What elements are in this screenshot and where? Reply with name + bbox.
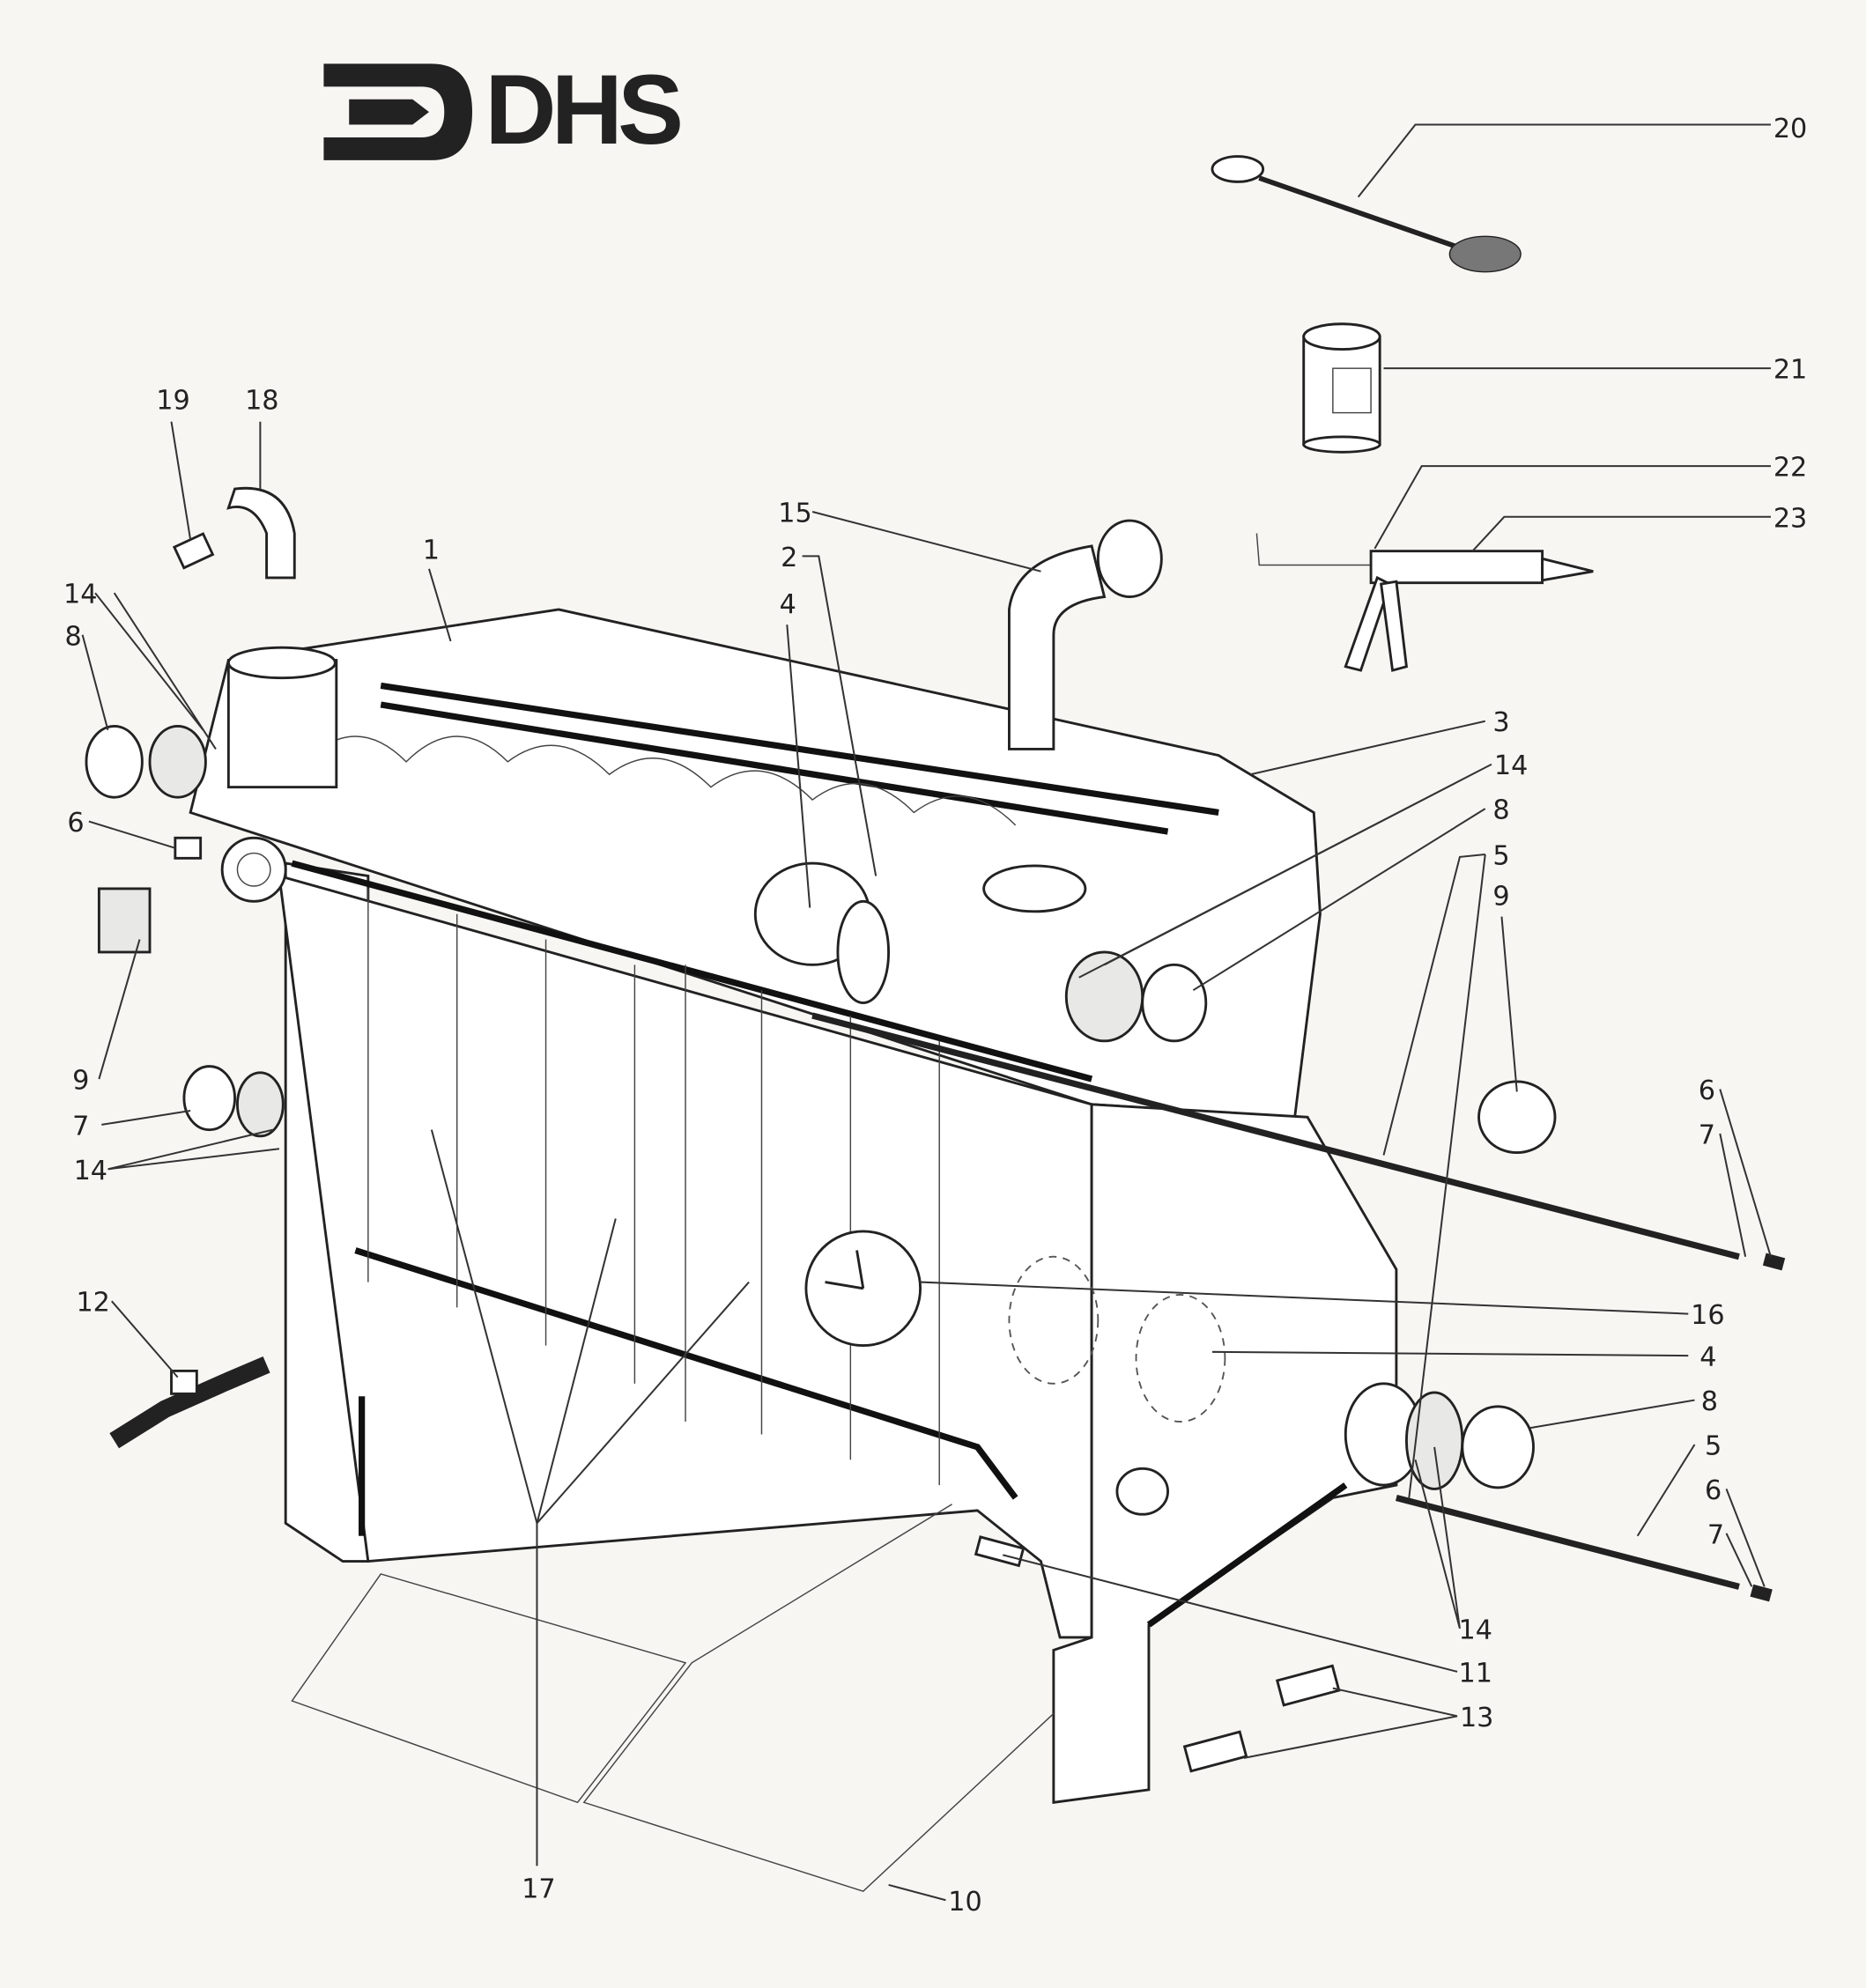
callout-13: 13: [1460, 1703, 1494, 1733]
callout-8: 8: [1701, 1386, 1718, 1417]
paint-can: [1302, 322, 1381, 454]
callout-6: 6: [67, 808, 84, 839]
callout-14: 14: [1458, 1615, 1492, 1645]
callout-4: 4: [1699, 1342, 1716, 1373]
heat-exchanger-body: [189, 608, 1398, 1804]
callout-9: 9: [1492, 882, 1509, 913]
callout-22: 22: [1773, 453, 1807, 484]
callout-5: 5: [1492, 841, 1509, 872]
callout-17: 17: [522, 1873, 556, 1904]
callout-8: 8: [64, 621, 81, 652]
elbow-pipe: [1008, 544, 1107, 750]
callout-19: 19: [156, 385, 190, 416]
callout-7: 7: [1707, 1519, 1724, 1550]
callout-14: 14: [74, 1156, 108, 1186]
caulking-gun: [1255, 533, 1594, 672]
callout-1: 1: [423, 535, 440, 565]
fittings: [85, 725, 1557, 1516]
callout-21: 21: [1773, 355, 1807, 386]
callout-15: 15: [778, 499, 812, 529]
callout-10: 10: [948, 1887, 982, 1918]
callout-labels: 20 21 22 23 19 18 1 15 2 4 14 8 3 14 8 5…: [63, 114, 1807, 1918]
callout-23: 23: [1773, 503, 1807, 534]
cleaning-brush: [1211, 155, 1522, 273]
callout-16: 16: [1691, 1300, 1725, 1331]
callout-7: 7: [72, 1111, 89, 1142]
callout-6: 6: [1699, 1075, 1715, 1106]
callout-3: 3: [1492, 707, 1509, 738]
callout-2: 2: [781, 543, 797, 573]
callout-14: 14: [63, 580, 98, 610]
callout-8: 8: [1492, 795, 1509, 826]
callout-9: 9: [72, 1066, 89, 1097]
callout-20: 20: [1773, 114, 1807, 144]
callout-6: 6: [1705, 1475, 1722, 1506]
callout-7: 7: [1699, 1120, 1715, 1151]
callout-14: 14: [1494, 750, 1529, 781]
leader-lines: [81, 123, 1772, 1902]
callout-18: 18: [245, 385, 279, 416]
callout-11: 11: [1458, 1658, 1492, 1689]
dhs-logo: DHS: [323, 54, 685, 165]
callout-4: 4: [780, 589, 796, 620]
callout-12: 12: [76, 1288, 110, 1319]
logo-text: DHS: [485, 54, 680, 165]
callout-5: 5: [1705, 1431, 1722, 1462]
